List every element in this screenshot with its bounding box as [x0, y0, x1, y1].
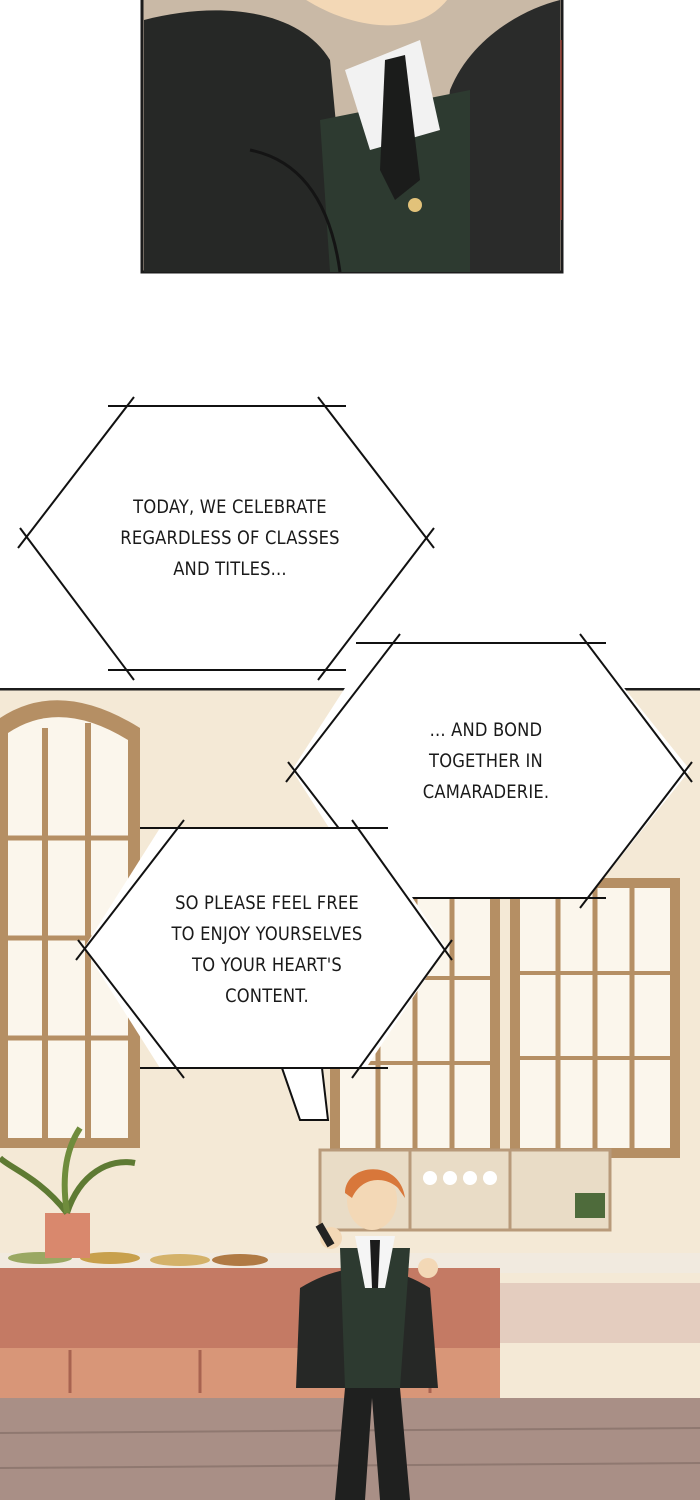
bubble-2-line-3: CAMARADERIE.: [422, 781, 550, 803]
speech-bubble-2-text: ... AND BOND TOGETHER IN CAMARADERIE.: [386, 715, 586, 808]
bubble-1-line-2: REGARDLESS OF CLASSES: [120, 527, 340, 549]
bubble-1-line-1: TODAY, WE CELEBRATE: [133, 496, 327, 518]
speech-bubble-3-text: SO PLEASE FEEL FREE TO ENJOY YOURSELVES …: [154, 888, 379, 1012]
top-panel-suit-closeup: [140, 0, 564, 274]
bubble-3-line-1: SO PLEASE FEEL FREE: [175, 892, 359, 914]
speech-bubble-3-shape: [75, 819, 453, 1121]
bubble-3-line-4: CONTENT.: [225, 985, 309, 1007]
speaker-with-microphone: [296, 1169, 438, 1500]
bubble-2-line-1: ... AND BOND: [429, 719, 543, 741]
bubble-1-line-3: AND TITLES...: [173, 558, 287, 580]
left-arched-window: [0, 700, 140, 1148]
bubble-3-line-2: TO ENJOY YOURSELVES: [171, 923, 363, 945]
potted-plant: [0, 1126, 136, 1258]
bubble-2-line-2: TOGETHER IN: [429, 750, 543, 772]
speech-bubble-1-shape: [17, 396, 435, 681]
speech-bubble-2-shape: [285, 633, 693, 909]
speech-bubble-1-text: TODAY, WE CELEBRATE REGARDLESS OF CLASSE…: [110, 492, 351, 585]
bubble-3-line-3: TO YOUR HEART'S: [192, 954, 342, 976]
